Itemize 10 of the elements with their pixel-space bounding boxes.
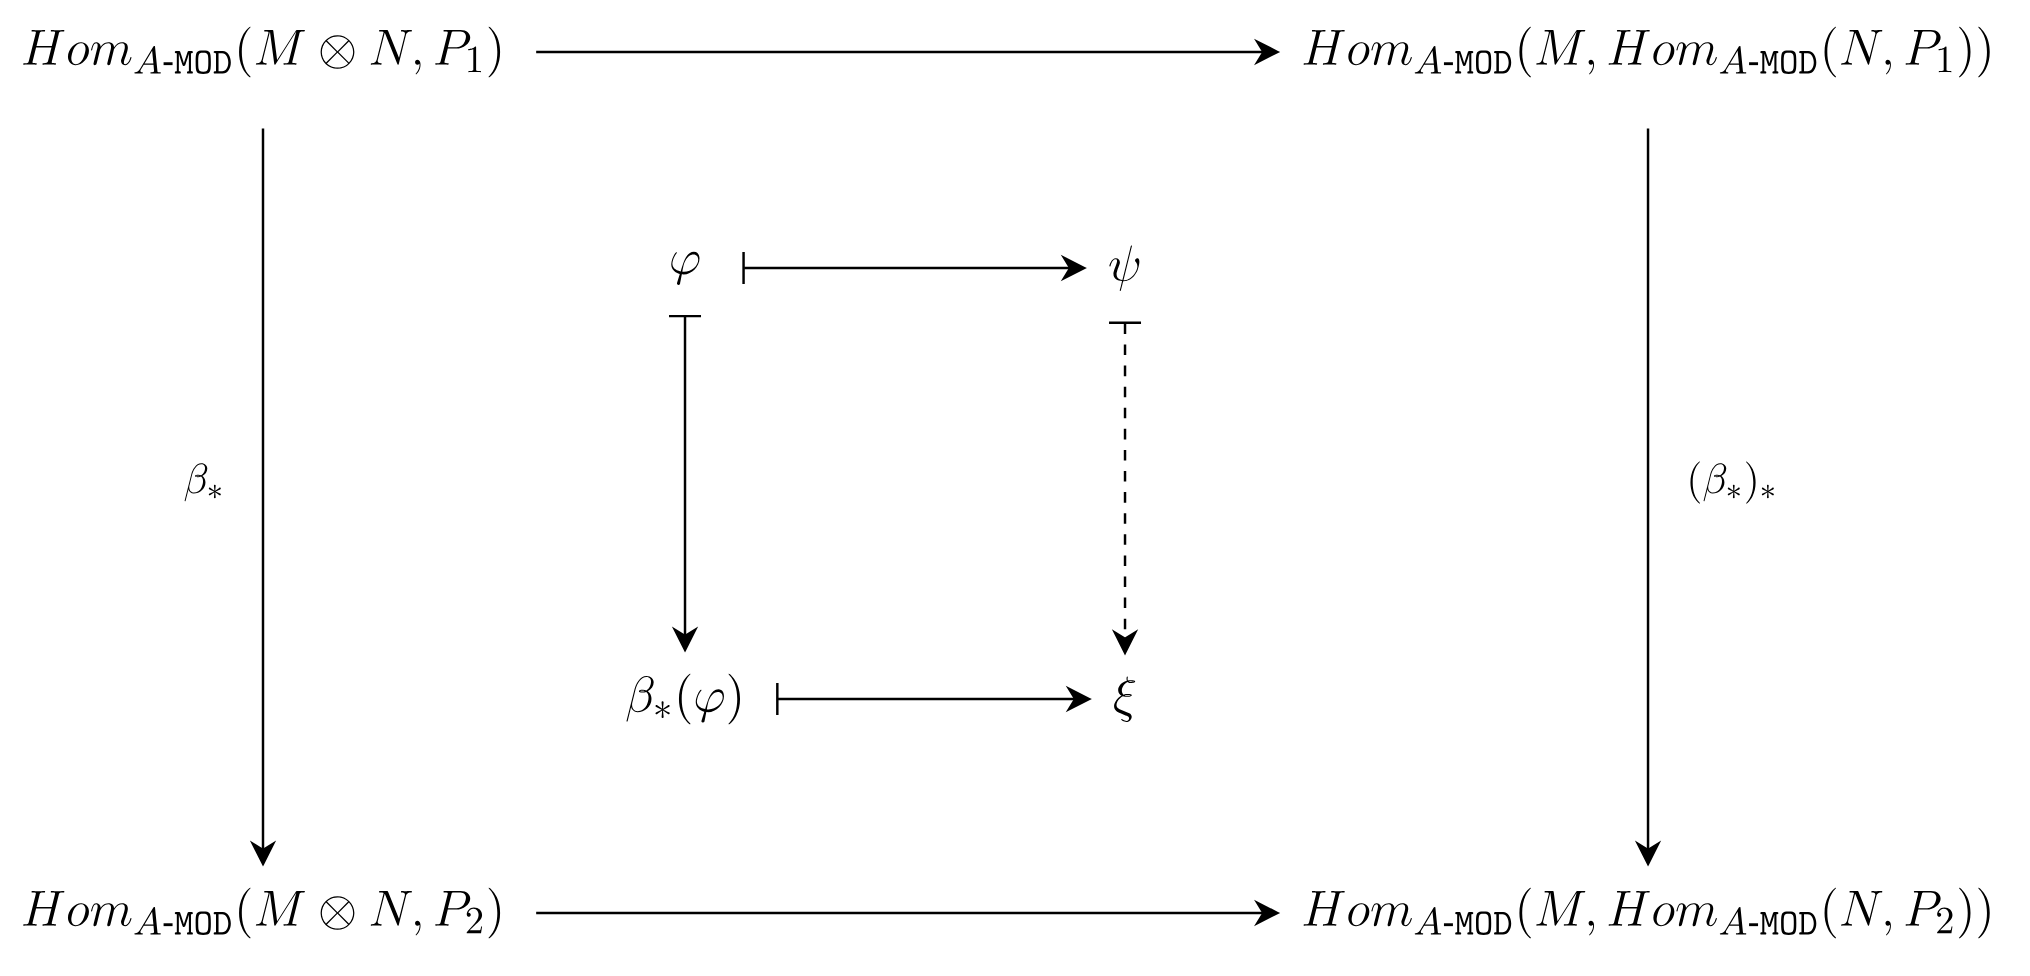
edge-label: $(\beta_*)_*$ [1690, 461, 1774, 504]
math-term: $\varphi$ [671, 251, 700, 285]
math-term: $Hom_{A\text{-}\mathtt{MOD}}(M \otimes N, P_2)$ [23, 887, 501, 939]
math-term: $Hom_{A\text{-}\mathtt{MOD}}(M, Hom_{A\text{-}\mathtt{MOD}}(N, P_1))$ [1303, 26, 1990, 78]
math-term: $\psi$ [1109, 245, 1140, 291]
math-term: $Hom_{A\text{-}\mathtt{MOD}}(M, Hom_{A\text{-}\mathtt{MOD}}(N, P_2))$ [1303, 887, 1990, 939]
edge-label: $\beta_*$ [184, 463, 221, 502]
math-term: $\xi$ [1114, 676, 1136, 722]
math-term: $Hom_{A\text{-}\mathtt{MOD}}(M \otimes N, P_1)$ [23, 26, 501, 78]
math-term: $\beta_*(\varphi)$ [626, 673, 740, 725]
